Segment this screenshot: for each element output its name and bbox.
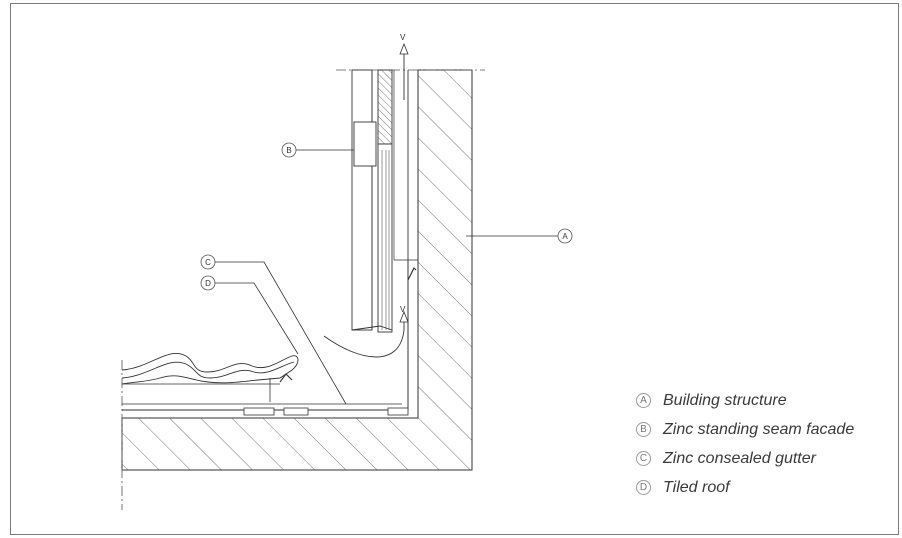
svg-text:A: A <box>562 232 568 241</box>
legend-text: Zinc consealed gutter <box>663 449 816 467</box>
legend-item: A Building structure <box>636 386 854 415</box>
seam-profile <box>353 121 377 167</box>
roof-clip <box>279 373 293 383</box>
legend-item: D Tiled roof <box>636 473 854 502</box>
batten-hatched <box>377 69 393 145</box>
support-block <box>283 407 309 416</box>
vent-label-top: V <box>400 33 406 42</box>
legend: A Building structure B Zinc standing sea… <box>636 386 854 502</box>
legend-letter-circle: D <box>636 480 651 495</box>
legend-text: Tiled roof <box>663 478 730 496</box>
svg-text:D: D <box>205 279 211 288</box>
vent-label-bottom: V <box>400 305 406 314</box>
callout-d: D <box>200 275 216 291</box>
facade-panel <box>351 69 373 331</box>
leader-d <box>215 282 299 355</box>
legend-letter-circle: B <box>636 422 651 437</box>
airflow-arrow <box>323 329 405 358</box>
roof-tiles <box>121 353 299 385</box>
legend-letter-circle: A <box>636 393 651 408</box>
callout-b: B <box>281 142 297 158</box>
legend-item: C Zinc consealed gutter <box>636 444 854 473</box>
legend-letter-circle: C <box>636 451 651 466</box>
callout-a: A <box>557 228 573 244</box>
support-block <box>387 407 409 416</box>
svg-text:B: B <box>286 146 291 155</box>
leader-c <box>215 261 347 405</box>
flashing-clip <box>407 266 417 281</box>
callout-c: C <box>200 254 216 270</box>
svg-text:C: C <box>205 258 211 267</box>
support-block <box>243 407 275 416</box>
drawing-frame <box>10 3 899 535</box>
legend-text: Building structure <box>663 391 787 409</box>
legend-item: B Zinc standing seam facade <box>636 415 854 444</box>
legend-text: Zinc standing seam facade <box>663 420 855 438</box>
facade-battens <box>377 143 393 333</box>
